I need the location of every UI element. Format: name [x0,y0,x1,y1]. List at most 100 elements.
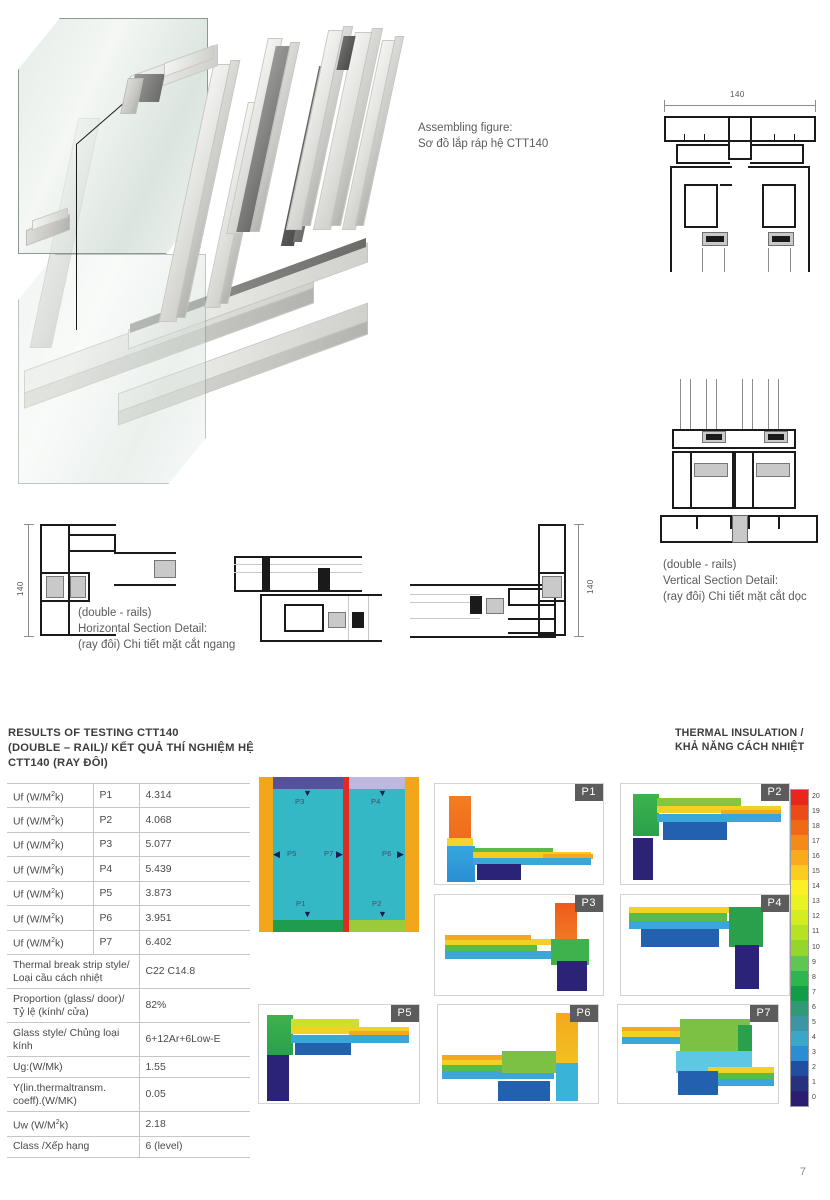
thermal-badge-P3: P3 [574,895,603,912]
colorbar-segment [791,985,808,1001]
cell-point: P1 [93,782,140,809]
p6-band-yellow [442,1059,554,1065]
vs-frame-r-bot [734,507,796,509]
colorbar-tick-label: 8 [812,973,816,981]
schem-arrow-P6: ▶ [397,849,404,859]
schem-arrow-P2: ▼ [378,909,387,919]
vs-sill-rib1 [696,517,698,529]
table-row: Uf (W/M2k) P5 3.873 [7,880,250,907]
p6-deep-cold [498,1081,550,1101]
thermal-badge-P6: P6 [569,1005,598,1022]
schem-arrow-P4: ▼ [378,788,387,798]
results-heading-line1: RESULTS OF TESTING CTT140 [8,727,179,739]
colorbar-segment [791,940,808,956]
colorbar-segment [791,1090,808,1106]
schem-jamb-right [405,777,419,932]
hsec-m-gl2 [368,596,369,640]
colorbar-tick-label: 6 [812,1003,816,1011]
vertical-caption-line1: (double - rails) [663,559,737,571]
colorbar-tick-label: 2 [812,1063,816,1071]
hsec-r-bot [410,636,556,638]
sash-r-bottom [750,162,804,164]
p1-rail-band-cyan [473,858,591,865]
colorbar-tick-label: 9 [812,958,816,966]
head-outline-bottom [664,140,816,142]
hsec-m-dark2 [318,568,330,590]
p3-band-green [445,943,537,953]
results-heading: RESULTS OF TESTING CTT140 (DOUBLE – RAIL… [8,726,266,772]
p7-band-yellow [622,1031,702,1037]
hsec-l-mid2 [40,600,90,602]
p2-band-orange [721,810,781,815]
head-center-rib-r [750,116,752,160]
p7-band-yellow-low [708,1067,774,1074]
hsec-l-box-bot [70,550,116,552]
schem-label-P6: P6 [382,849,392,858]
hsec-r-top [410,584,556,586]
colorbar-tick-label: 1 [812,1078,816,1086]
schem-glass-area [259,777,419,932]
schem-sill-left [273,920,349,932]
cell-label: Class /Xếp hạng [7,1135,140,1158]
cell-value: 6 (level) [139,1135,250,1158]
cell-value: 4.068 [139,807,250,833]
colorbar-tick-label: 5 [812,1018,816,1026]
cell-label: Glass style/ Chủng loại kính [7,1022,140,1058]
vs-frame-r-left [734,451,736,509]
cell-label: Uf (W/M2k) [7,905,94,931]
p1-vertical-hot [449,796,471,840]
hsec-l-bot [40,634,116,636]
glass-line-r1 [768,248,769,272]
cell-value: 2.18 [139,1111,250,1137]
hsec-r-gl1 [410,594,480,595]
hdim-tick-lb [24,636,34,637]
colorbar-tick-label: 19 [812,808,820,816]
p6-cyan-right [556,1063,578,1101]
horizontal-caption-line1: (double - rails) [78,607,152,619]
vertical-caption-line2: Vertical Section Detail: [663,575,779,587]
p4-green-right [729,907,763,947]
hsec-m-inner-top [284,604,324,606]
p6-hot-vertical [556,1013,578,1065]
vs-glass-l1 [680,379,681,431]
cell-value: 3.951 [139,905,250,931]
schem-label-P5: P5 [287,849,297,858]
dimension-label-140-hleft: 140 [16,581,25,596]
p2-band-green [657,798,741,808]
dim-ext-l [664,100,665,112]
cell-value: 3.873 [139,880,250,907]
frame-l-inner-left [684,184,686,228]
vs-sill-center [732,515,748,543]
cell-label: Uf (W/M2k) [7,831,94,858]
vs-sill-rib4 [778,517,780,529]
p3-band-yellow [445,939,557,945]
hsec-r-right [554,584,556,638]
colorbar-segment [791,820,808,836]
hsec-m-gl1 [348,596,349,640]
cell-point: P6 [93,905,140,931]
thermal-badge-P1: P1 [574,784,603,801]
vertical-section-caption: (double - rails) Vertical Section Detail… [663,557,830,605]
glazing-dark-r [772,236,790,242]
glass-line-r2 [790,248,791,272]
thermal-card-P2: P2 [620,783,790,885]
p5-band-cyan [291,1035,409,1043]
dimension-label-140-top: 140 [730,90,745,99]
thermal-card-P3: P3 [434,894,604,996]
colorbar-tick-label: 10 [812,943,820,951]
head-tick-4 [794,134,795,142]
thermal-card-P1: P1 [434,783,604,885]
p4-deep-cold [735,945,759,989]
hsec-r-box2-top [508,618,554,620]
vs-frame-l-left [672,451,674,509]
hsec-r-gl3 [410,618,480,619]
schem-sill-right [349,920,405,932]
exploded-assembly-illustration [18,18,418,488]
hsec-fr-outer-left [538,524,540,636]
cell-value: 82% [139,988,250,1024]
colorbar-segment [791,970,808,986]
sash-r-right [802,144,804,164]
sash-l-bottom [676,162,730,164]
vs-frame-l-rib [690,451,692,509]
